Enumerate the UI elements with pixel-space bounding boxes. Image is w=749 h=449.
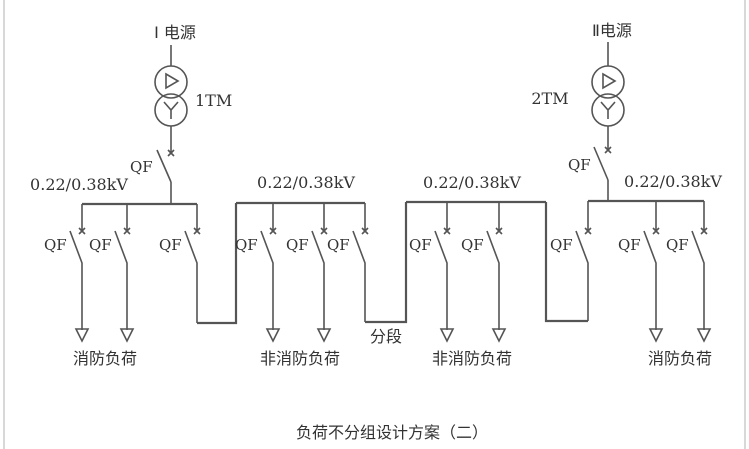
tie-bus2-bus3-section [365,202,408,324]
source-1: I 电源 1TM QF [130,23,232,204]
breaker-switch-icon [575,201,592,321]
branch-breaker: QF [235,203,281,343]
breaker-label: QF [286,236,309,254]
breaker-switch-icon [260,203,277,330]
load-arrow-icon [119,328,135,343]
bus-4-voltage: 0.22/0.38kV [624,172,722,191]
diagram-caption: 负荷不分组设计方案（二） [296,423,488,442]
breaker-switch-icon [434,202,451,330]
load-group-2-label: 非消防负荷 [260,349,340,368]
branch-breaker: QF [286,203,332,343]
branch-breaker: QF [550,201,592,321]
tie-bus1-bus2 [197,203,238,325]
breaker-switch-icon [352,203,369,322]
transformer-2-label: 2TM [531,89,568,108]
breaker-switch-icon [643,201,660,330]
source-2-label: Ⅱ电源 [592,21,632,40]
load-arrow-icon [265,328,281,343]
breaker-switch-icon [691,201,708,330]
breaker-switch-icon [486,202,503,330]
breaker-label: QF [409,236,432,254]
bus-1-voltage: 0.22/0.38kV [30,175,128,194]
breaker-label: QF [618,236,641,254]
branch-breaker: QF [409,202,455,343]
breaker-x-icon [604,146,612,154]
branch-breaker: QF [159,204,201,323]
breaker-label: QF [550,236,573,254]
transformer-1-label: 1TM [195,91,232,110]
branch-breaker: QF [44,204,90,343]
breaker-label: QF [327,236,350,254]
source-2: Ⅱ电源 2TM QF [531,21,632,201]
load-arrow-icon [696,328,712,343]
breaker-blade [156,149,172,183]
transformer-icon [154,65,188,127]
bus-3-voltage: 0.22/0.38kV [423,173,521,192]
breaker-label: QF [159,236,182,254]
breaker-blade [593,146,609,181]
breaker-label: QF [44,236,67,254]
section-label: 分段 [370,327,402,346]
breaker-label: QF [461,236,484,254]
breaker-label: QF [235,236,258,254]
load-group-4-label: 消防负荷 [648,349,712,368]
branch-breaker: QF [89,204,135,343]
breaker-switch-icon [311,203,328,330]
breaker-label: QF [666,236,689,254]
bus-2-voltage: 0.22/0.38kV [257,173,355,192]
load-arrow-icon [648,328,664,343]
breaker-switch-icon [114,204,131,330]
load-arrow-icon [439,328,455,343]
breaker-switch-icon [69,204,86,330]
breaker-switch-icon [184,204,201,323]
load-arrow-icon [74,328,90,343]
load-group-1-label: 消防负荷 [73,349,137,368]
load-group-3-label: 非消防负荷 [432,349,512,368]
load-arrow-icon [491,328,507,343]
transformer-icon [591,65,625,127]
load-arrow-icon [316,328,332,343]
breaker-x-icon [167,149,175,157]
breaker-label: QF [89,236,112,254]
branch-breaker: QF [618,201,664,343]
breaker-label: QF [568,156,591,174]
source-1-label: I 电源 [154,23,196,42]
breaker-label: QF [130,158,153,176]
branch-breaker: QF [666,201,712,343]
branch-breaker: QF [461,202,507,343]
branch-breaker: QF [327,203,369,322]
tie-bus3-bus4 [544,202,588,323]
